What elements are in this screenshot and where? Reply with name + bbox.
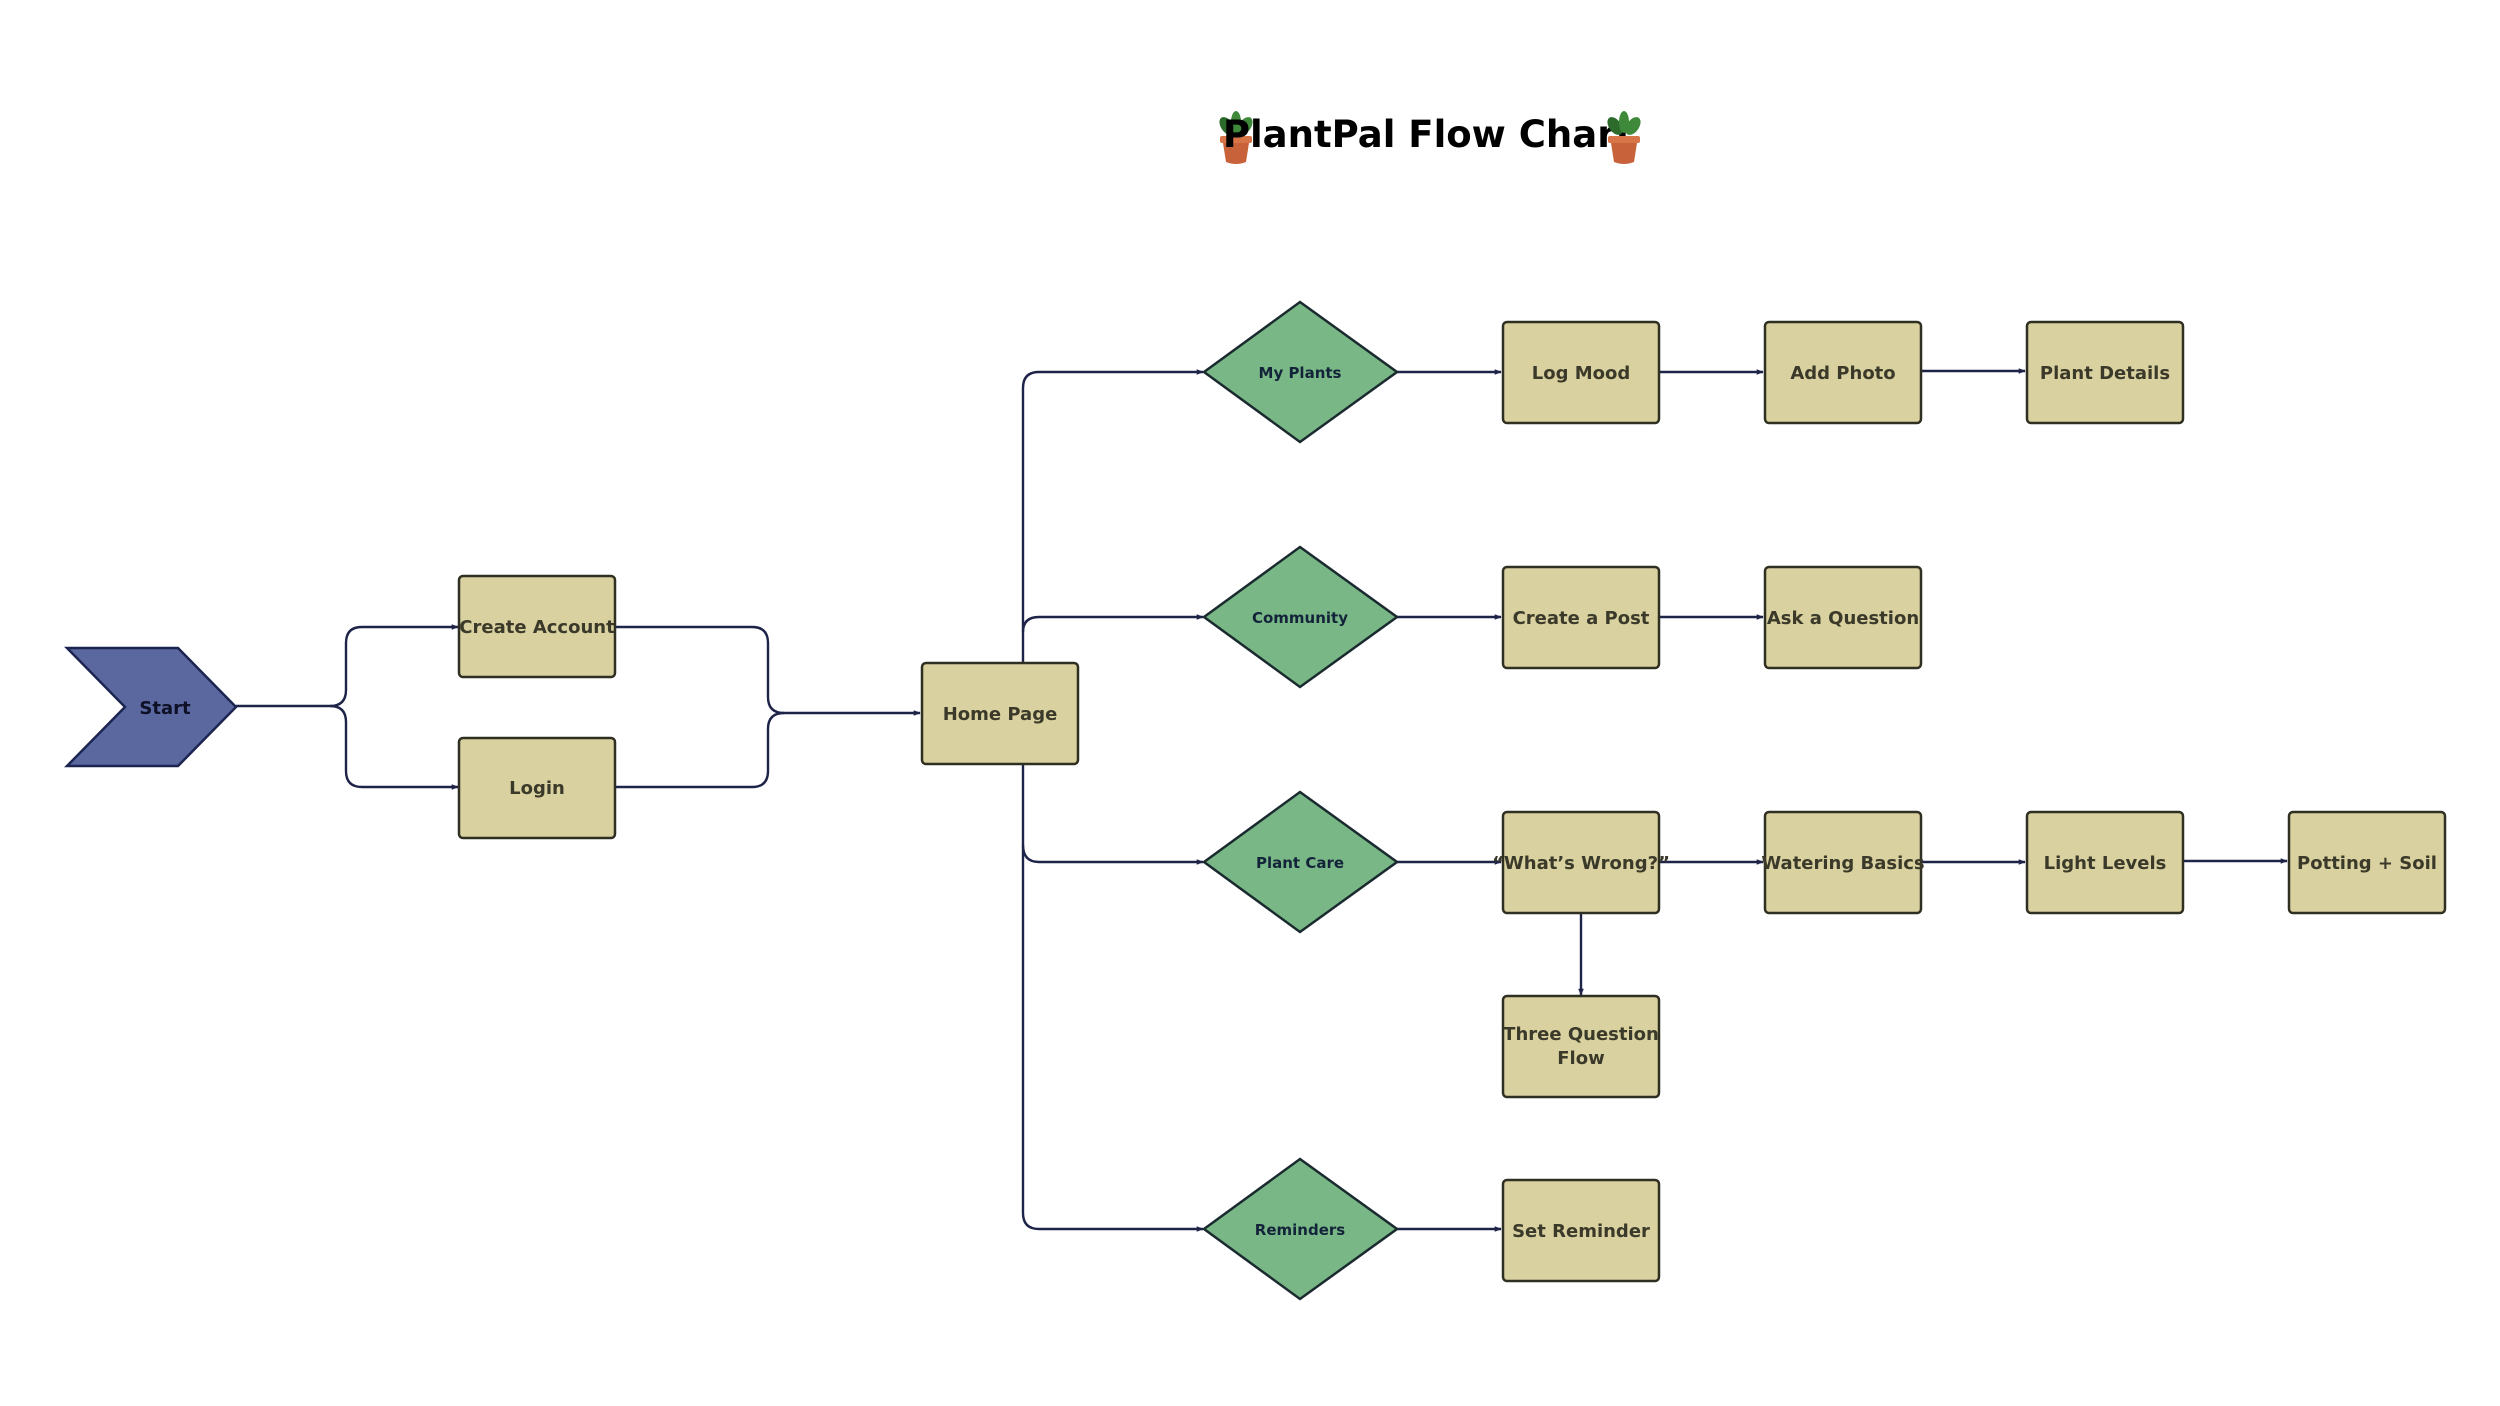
- login-label: Login: [509, 778, 565, 799]
- process-whats-wrong[interactable]: “What’s Wrong?”: [1492, 810, 1670, 915]
- create-account-label: Create Account: [459, 617, 615, 638]
- edge-start-create-account: [236, 624, 459, 708]
- decision-my-plants[interactable]: My Plants: [1201, 300, 1400, 444]
- process-three-question-flow[interactable]: Three Question Flow: [1501, 994, 1661, 1099]
- community-label: Community: [1252, 609, 1348, 627]
- start-label: Start: [139, 698, 191, 719]
- reminders-label: Reminders: [1255, 1221, 1345, 1239]
- page-title: PlantPal Flow Chart: [1223, 113, 1633, 156]
- home-page-label: Home Page: [943, 704, 1058, 725]
- ask-question-label: Ask a Question: [1767, 608, 1919, 629]
- process-set-reminder[interactable]: Set Reminder: [1501, 1178, 1661, 1283]
- chart-title: PlantPal Flow Chart: [1219, 111, 1641, 164]
- edge-home-community: [1021, 614, 1204, 633]
- start-node[interactable]: Start: [64, 646, 238, 768]
- process-add-photo[interactable]: Add Photo: [1763, 320, 1923, 425]
- plant-care-label: Plant Care: [1256, 854, 1344, 872]
- process-log-mood[interactable]: Log Mood: [1501, 320, 1661, 425]
- edge-home-reminders: [1021, 845, 1204, 1232]
- my-plants-label: My Plants: [1259, 364, 1342, 382]
- edge-login-home: [615, 711, 785, 789]
- create-post-label: Create a Post: [1513, 608, 1650, 629]
- plant-details-label: Plant Details: [2040, 363, 2170, 384]
- potting-soil-label: Potting + Soil: [2297, 853, 2437, 874]
- log-mood-label: Log Mood: [1532, 363, 1631, 384]
- light-levels-label: Light Levels: [2044, 853, 2167, 874]
- process-create-post[interactable]: Create a Post: [1501, 565, 1661, 670]
- three-question-flow-label-line1: Three Question: [1503, 1024, 1659, 1045]
- whats-wrong-label: “What’s Wrong?”: [1492, 853, 1670, 874]
- potted-plant-icon: [1607, 111, 1641, 164]
- set-reminder-label: Set Reminder: [1512, 1221, 1650, 1242]
- decision-plant-care[interactable]: Plant Care: [1201, 790, 1400, 934]
- process-ask-question[interactable]: Ask a Question: [1763, 565, 1923, 670]
- edge-start-login: [329, 704, 459, 790]
- process-home-page[interactable]: Home Page: [920, 661, 1080, 766]
- watering-basics-label: Watering Basics: [1761, 853, 1924, 874]
- potted-plant-icon: [1219, 111, 1253, 164]
- process-login[interactable]: Login: [457, 736, 617, 840]
- process-create-account[interactable]: Create Account: [457, 574, 617, 679]
- edge-create-account-home: [615, 625, 921, 716]
- connectors: [236, 368, 2288, 1232]
- edge-home-plant-care: [1021, 764, 1204, 865]
- add-photo-label: Add Photo: [1790, 363, 1895, 384]
- edge-home-my-plants: [1021, 369, 1204, 662]
- process-plant-details[interactable]: Plant Details: [2025, 320, 2185, 425]
- three-question-flow-label-line2: Flow: [1557, 1048, 1604, 1069]
- process-watering-basics[interactable]: Watering Basics: [1761, 810, 1925, 915]
- process-potting-soil[interactable]: Potting + Soil: [2287, 810, 2447, 915]
- process-light-levels[interactable]: Light Levels: [2025, 810, 2185, 915]
- decision-reminders[interactable]: Reminders: [1201, 1157, 1400, 1301]
- decision-community[interactable]: Community: [1201, 545, 1400, 689]
